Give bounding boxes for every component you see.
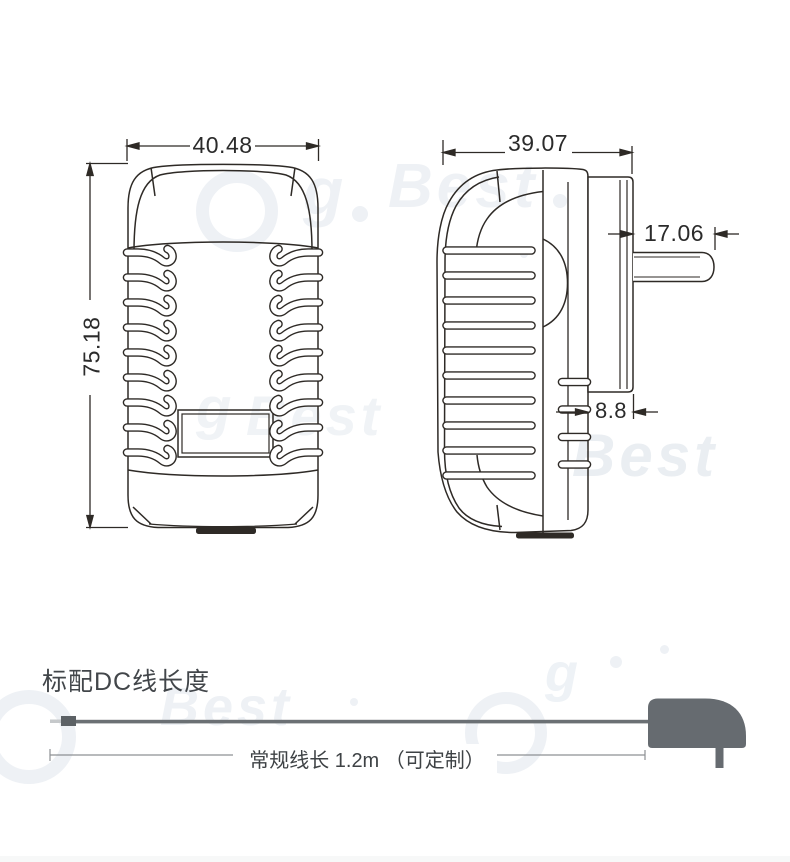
cable-tip [50, 719, 61, 723]
dim-front-width: 40.48 [192, 132, 253, 158]
front-view [127, 163, 319, 534]
dim-side-plate: 8.8 [594, 398, 628, 423]
dim-side-pin: 17.06 [643, 220, 705, 246]
dimension-lines [85, 139, 739, 531]
side-dome [542, 238, 569, 328]
cable-section-heading: 标配DC线长度 [42, 668, 211, 696]
front-vents-right [273, 249, 319, 462]
front-dc-boot [196, 527, 256, 534]
front-label-plate [177, 409, 274, 458]
cable-connector [61, 716, 76, 726]
side-plug-plate [587, 176, 634, 393]
side-vents [447, 251, 532, 476]
side-body-outline [436, 167, 589, 534]
front-face-arch [127, 241, 319, 249]
dim-side-depth: 39.07 [507, 130, 569, 156]
front-body-outline [127, 163, 319, 529]
front-inner-top [133, 169, 313, 253]
cable-wire [76, 719, 650, 724]
cable-length-label: 常规线长 1.2m （可定制） [237, 744, 497, 773]
front-lower-arch [127, 469, 319, 477]
front-vents-left [127, 249, 173, 462]
adapter-silhouette-pin [715, 748, 724, 768]
side-inner-contour [443, 176, 503, 528]
bottom-strip [0, 856, 790, 862]
side-dc-boot [516, 532, 574, 539]
dim-front-height: 75.18 [78, 316, 105, 377]
adapter-silhouette [648, 698, 746, 748]
side-back-vents [562, 382, 587, 465]
side-pin [633, 251, 715, 283]
